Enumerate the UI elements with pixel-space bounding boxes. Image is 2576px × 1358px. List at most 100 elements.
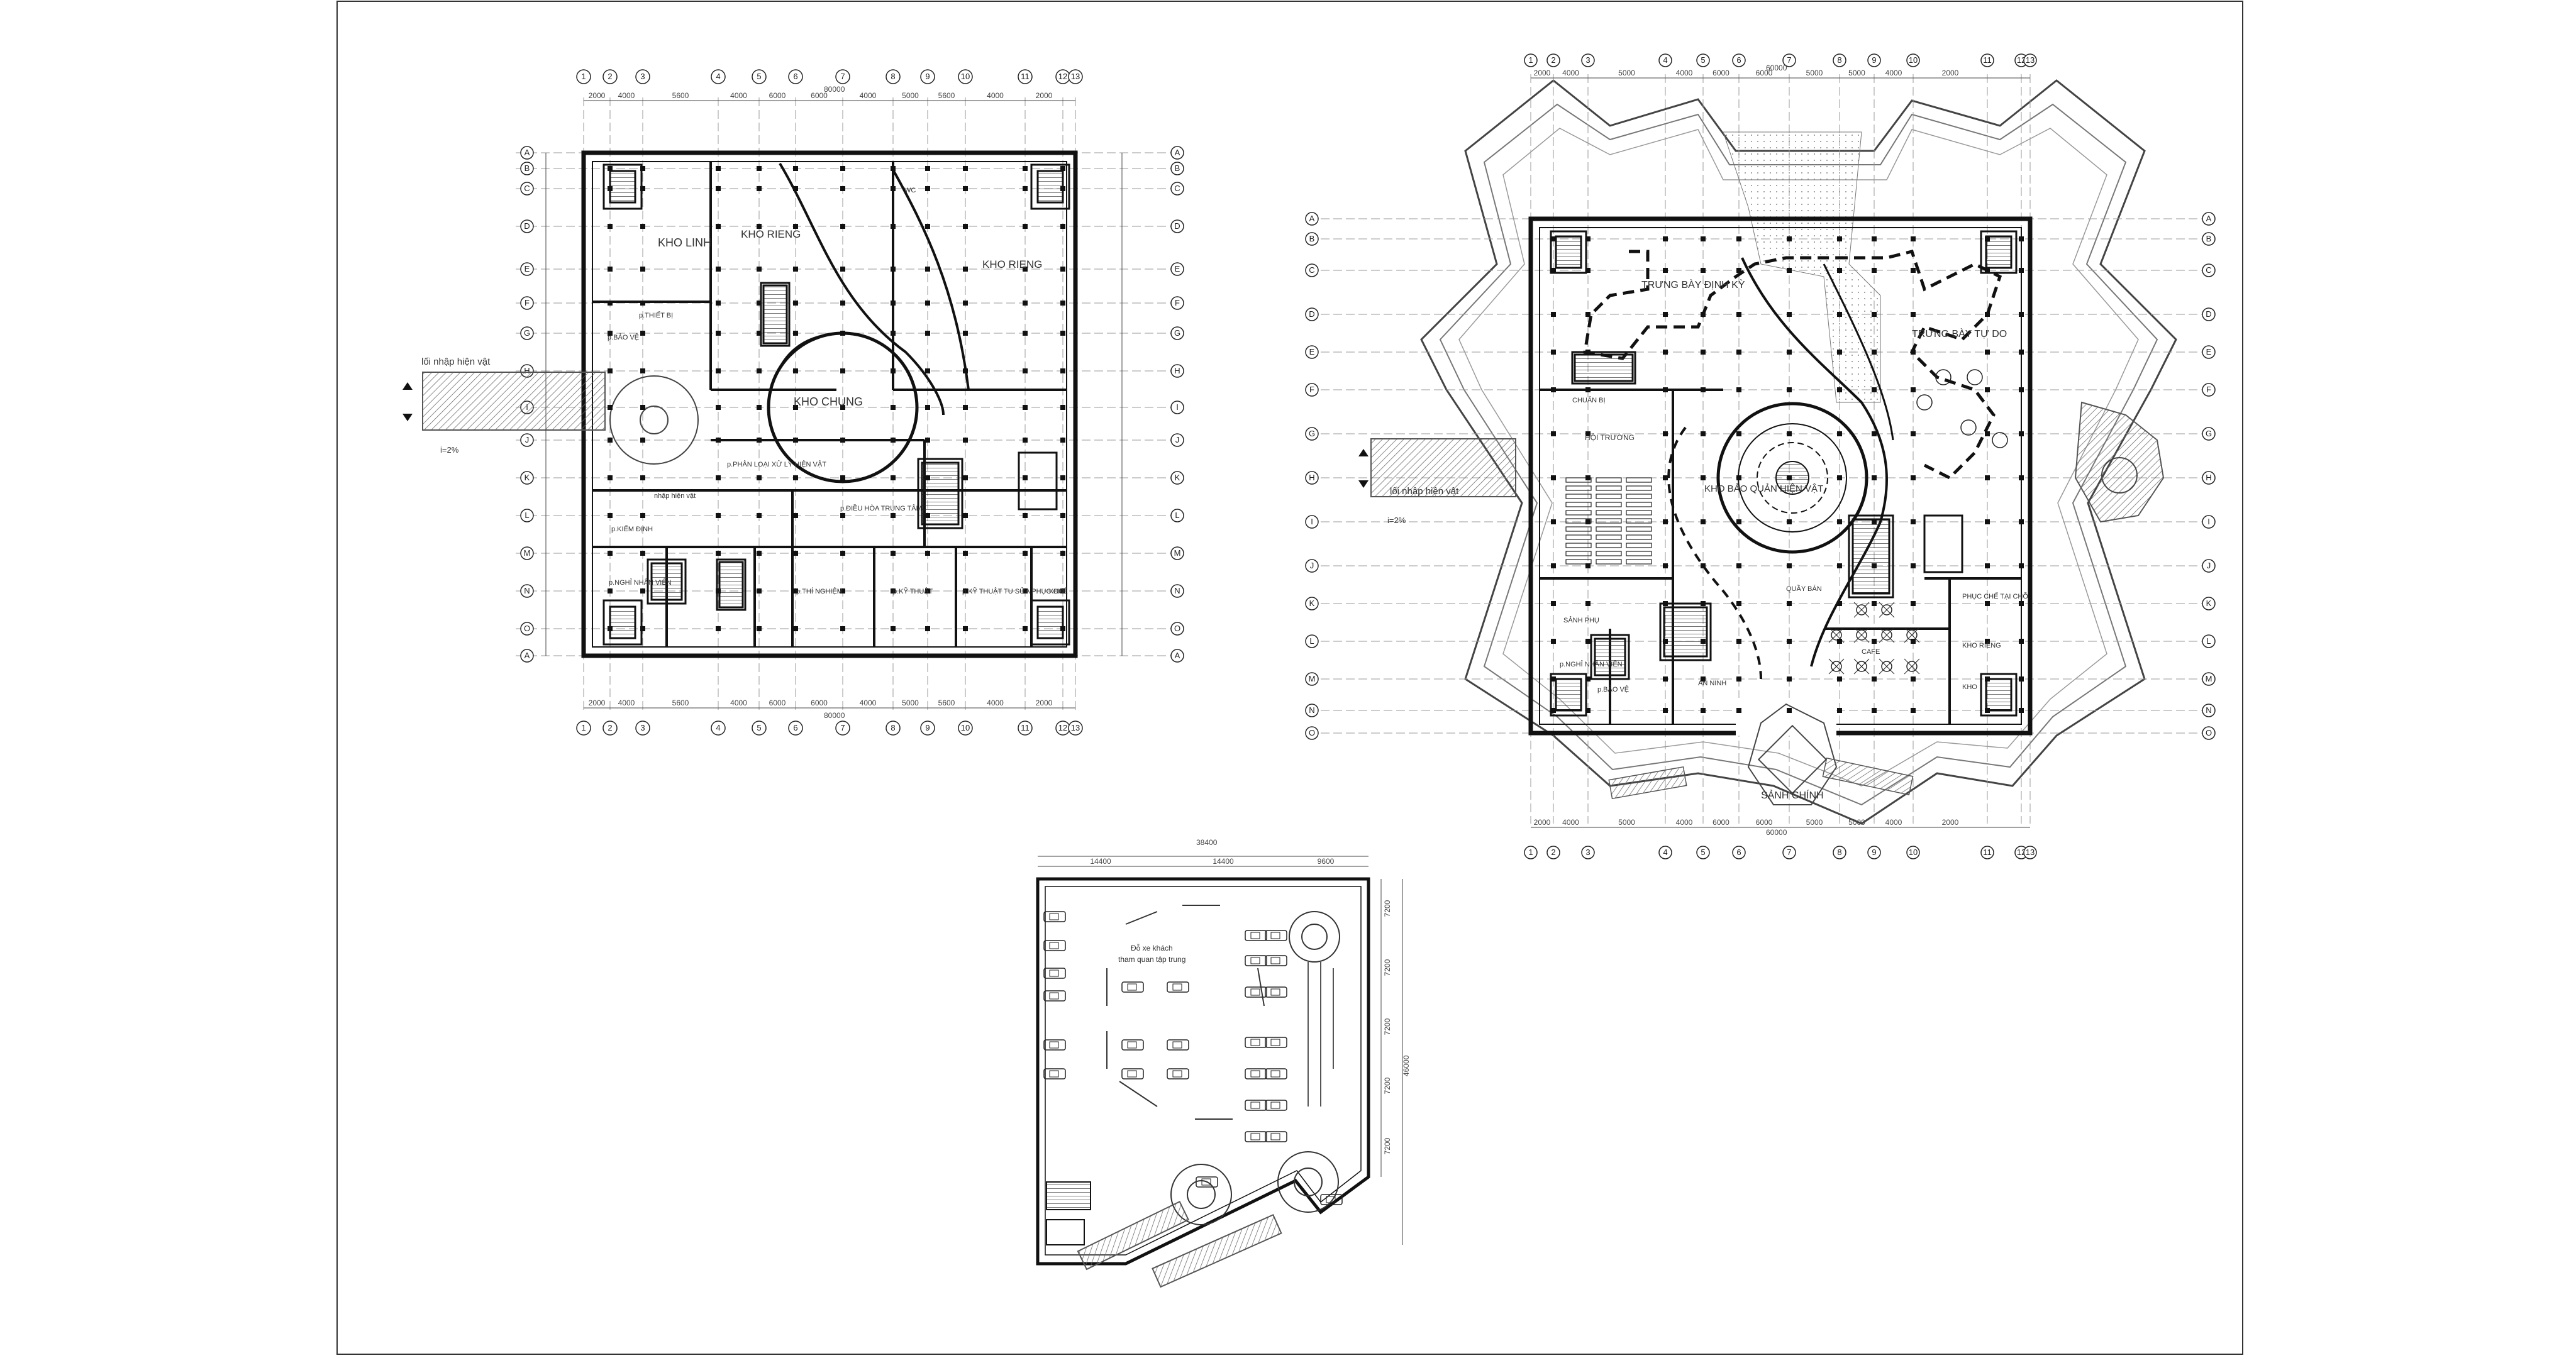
column [757,551,762,556]
column [2019,387,2024,392]
column [1551,387,1556,392]
axis-bubble [1782,53,1796,67]
parked-car-roof [1250,1101,1260,1109]
column [1837,601,1842,606]
entrance-arrow-icon [1358,480,1368,488]
axis-bubble [1170,364,1184,378]
auditorium-seat-row [1565,526,1592,532]
parked-car-roof [1049,1041,1059,1049]
axis-bubble [1170,146,1184,160]
column [793,224,798,229]
axis-bubble [1170,471,1184,485]
column [1551,639,1556,644]
column [1837,350,1842,355]
axis-bubble-label: 9 [1872,847,1876,857]
column [963,475,968,480]
auditorium-seat-row [1596,485,1622,491]
column [925,267,930,272]
corner-cores-right [1550,230,2018,717]
room-kho-rieng-right: KHO RIÊNG [1962,641,2001,649]
column [840,368,845,373]
column [1985,387,1990,392]
axis-bubble [576,720,591,736]
column [1736,639,1741,644]
axis-bubble-label: M [524,548,531,558]
column [1911,676,1916,682]
column [963,166,968,171]
column [891,186,896,191]
room-p-bao-ve-right: p.BẢO VỆ [1597,685,1629,693]
axis-bubble-label: 10 [961,72,970,81]
parking-outline [1036,877,1370,1266]
column [1701,601,1706,606]
column [716,405,721,410]
axis-bubble [1170,219,1184,233]
column [608,551,613,556]
column [640,438,645,443]
axis-bubble-label: B [2206,234,2212,243]
column [1023,626,1028,631]
axis-bubble [1170,262,1184,276]
column [1663,350,1668,355]
axis-bubble [1018,720,1033,736]
dim-text: 4000 [618,91,635,100]
column [793,186,798,191]
axis-bubble-label: L [1175,511,1179,520]
axis-bubble-label: 1 [1528,55,1533,65]
dim-text: 2000 [1036,698,1053,707]
axis-bubble [2202,726,2216,740]
dim-text: 2000 [1942,69,1959,77]
axis-bubble-label: M [2206,674,2212,683]
auditorium-seat-row [1565,494,1592,499]
column [891,301,896,306]
column [716,626,721,631]
column [925,405,930,410]
axis-bubble-label: B [525,163,530,173]
column [1787,268,1792,273]
exhibit-pod [1916,394,1933,411]
axis-bubble-label: G [524,328,530,338]
column [1663,312,1668,317]
axis-bubble-label: 11 [1021,72,1030,81]
axis-bubble [1068,69,1083,84]
axis-bubble-label: J [525,435,530,444]
forecourt-hatch [1723,131,1881,403]
column [608,405,613,410]
axis-bubble [1305,232,1319,246]
axis-bubble [711,720,726,736]
dim-text: 7200 [1383,1137,1392,1154]
auditorium-seat-row [1596,518,1622,524]
axis-bubble [1305,559,1319,573]
axis-bubble-label: B [1309,234,1315,243]
column [1060,551,1065,556]
parked-car-roof [1049,992,1059,1000]
room-trung-bay-dinh-ky: TRƯNG BÀY ĐỊNH KỲ [1641,279,1745,290]
column [1985,519,1990,524]
column [1787,708,1792,713]
axis-bubble [2202,383,2216,397]
column [1551,676,1556,682]
column [1585,601,1591,606]
auditorium-seat-row [1565,518,1592,524]
column [1585,676,1591,682]
axis-bubble [2202,232,2216,246]
axis-bubble-label: D [1309,309,1314,319]
column [963,267,968,272]
axis-bubble [576,69,591,84]
column [757,267,762,272]
room-p-nghi-right: p.NGHỈ NHÂN VIÊN [1560,660,1623,668]
axis-bubble-label: N [524,586,530,595]
column [1985,708,1990,713]
dim-total-right-top: 60000 [1766,63,1787,72]
axis-bubble [520,219,534,233]
column [1736,350,1741,355]
column [1585,475,1591,480]
column [608,267,613,272]
column [840,331,845,336]
auditorium-seat-row [1626,551,1652,556]
parked-car-roof [1250,988,1260,996]
cafe-chair [1904,658,1920,675]
column [1872,601,1877,606]
column [1585,431,1591,436]
